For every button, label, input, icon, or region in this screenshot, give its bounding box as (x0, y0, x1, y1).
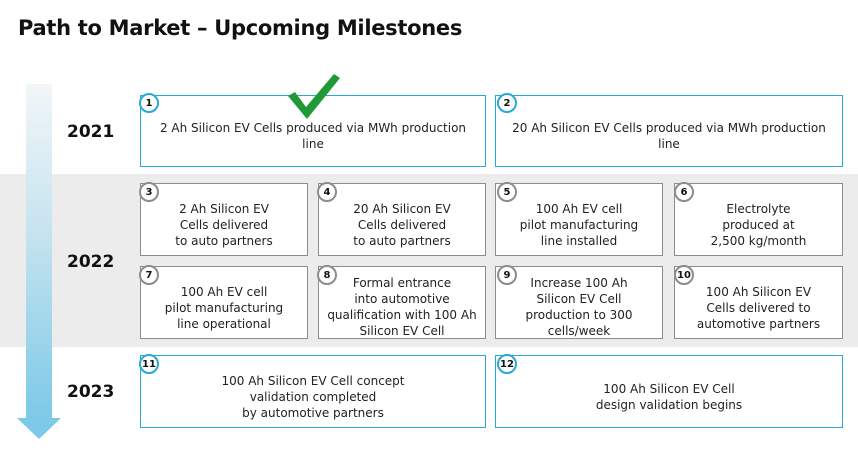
milestone-number-badge: 12 (497, 354, 517, 374)
milestone-card: 100 Ah Silicon EV Cells delivered to aut… (674, 266, 843, 339)
milestone-card: 20 Ah Silicon EV Cells produced via MWh … (495, 95, 843, 167)
year-label-2021: 2021 (67, 122, 115, 142)
milestone-card: 100 Ah Silicon EV Cell concept validatio… (140, 355, 486, 428)
milestone-text: 2 Ah Silicon EV Cells delivered to auto … (175, 201, 273, 248)
milestone-text: 20 Ah Silicon EV Cells produced via MWh … (512, 121, 826, 151)
milestone-number-badge: 4 (317, 182, 337, 202)
milestone-card: 2 Ah Silicon EV Cells delivered to auto … (140, 183, 308, 256)
milestone-text: Increase 100 Ah Silicon EV Cell producti… (525, 275, 633, 338)
milestone-text: 100 Ah Silicon EV Cells delivered to aut… (696, 284, 821, 331)
page-title: Path to Market – Upcoming Milestones (18, 16, 463, 40)
milestone-number-badge: 10 (674, 265, 694, 285)
milestone-text: 100 Ah EV cell pilot manufacturing line … (519, 201, 639, 248)
milestone-text: Electrolyte produced at 2,500 kg/month (710, 201, 807, 248)
milestone-number-badge: 3 (139, 182, 159, 202)
milestone-number-badge: 5 (497, 182, 517, 202)
milestone-card: 100 Ah EV cell pilot manufacturing line … (495, 183, 663, 256)
milestone-card: 100 Ah Silicon EV Cell design validation… (495, 355, 843, 428)
timeline-arrow-shaft (26, 84, 52, 420)
milestone-card: Electrolyte produced at 2,500 kg/month (674, 183, 843, 256)
milestone-card: 20 Ah Silicon EV Cells delivered to auto… (318, 183, 486, 256)
milestone-number-badge: 1 (139, 93, 159, 113)
milestone-number-badge: 11 (139, 354, 159, 374)
milestone-number-badge: 8 (317, 265, 337, 285)
check-mark-icon (288, 74, 340, 119)
milestone-text: 20 Ah Silicon EV Cells delivered to auto… (353, 201, 451, 248)
milestone-card: 100 Ah EV cell pilot manufacturing line … (140, 266, 308, 339)
milestone-card: Formal entrance into automotive qualific… (318, 266, 486, 339)
year-label-2023: 2023 (67, 382, 115, 402)
milestone-text: 100 Ah EV cell pilot manufacturing line … (164, 284, 284, 331)
milestone-text: Formal entrance into automotive qualific… (327, 275, 477, 338)
milestone-text: 100 Ah Silicon EV Cell design validation… (595, 381, 743, 412)
milestone-text: 100 Ah Silicon EV Cell concept validatio… (221, 373, 405, 420)
milestone-number-badge: 2 (497, 93, 517, 113)
milestone-card: Increase 100 Ah Silicon EV Cell producti… (495, 266, 663, 339)
milestone-number-badge: 9 (497, 265, 517, 285)
timeline-arrow-head (17, 418, 61, 439)
milestone-text: 2 Ah Silicon EV Cells produced via MWh p… (159, 121, 467, 151)
milestone-number-badge: 6 (674, 182, 694, 202)
year-label-2022: 2022 (67, 252, 115, 272)
milestone-number-badge: 7 (139, 265, 159, 285)
